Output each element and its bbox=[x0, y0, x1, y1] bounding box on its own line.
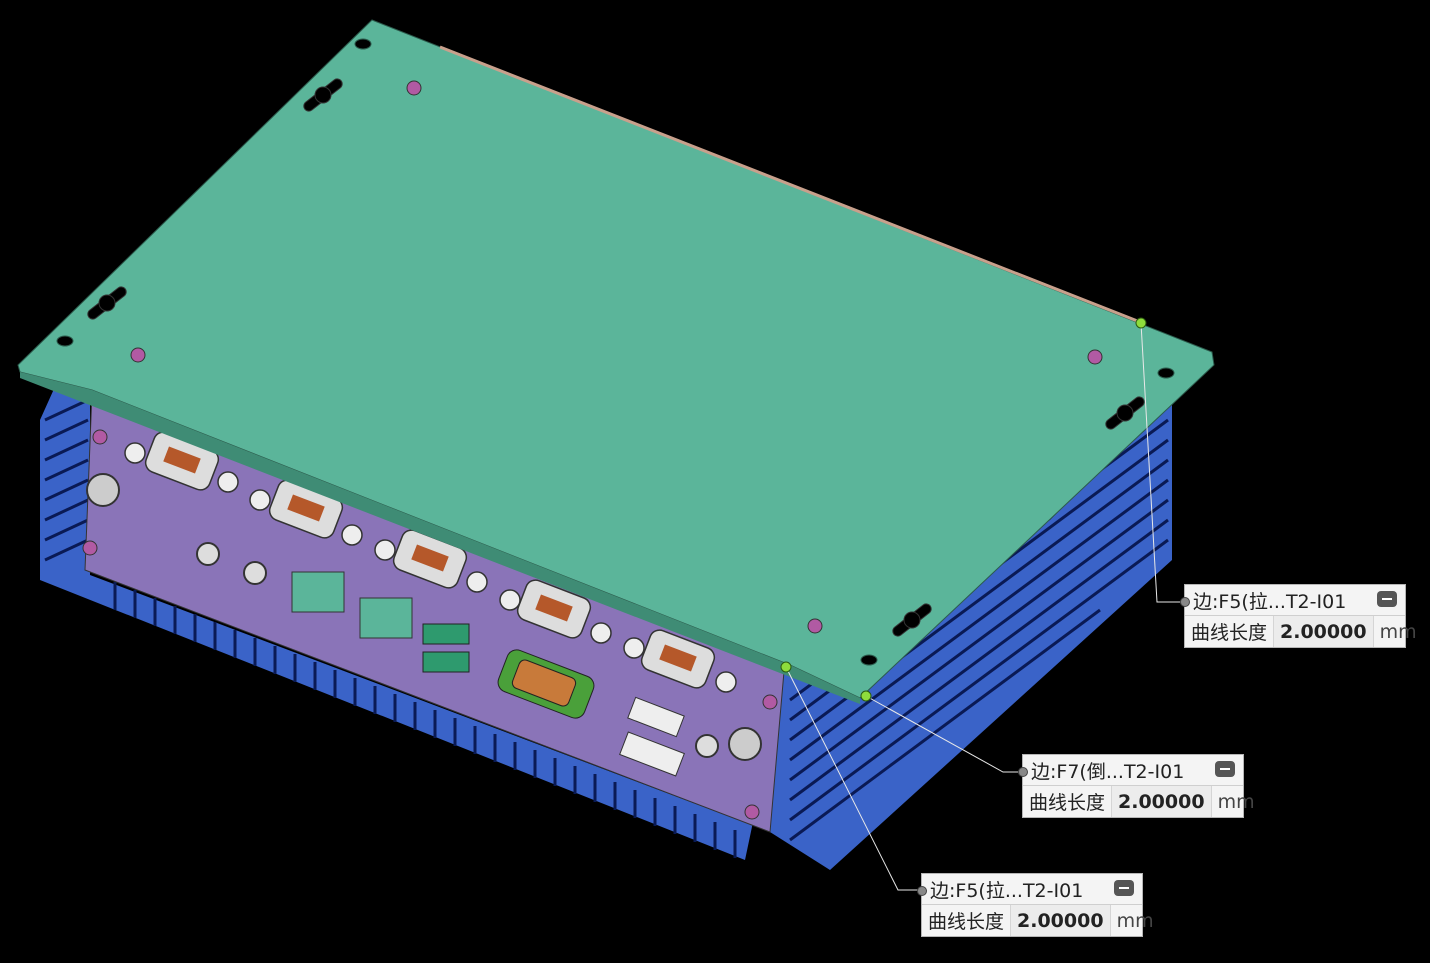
callout-title: 边:F5(拉...T2-I01 bbox=[1193, 590, 1347, 613]
measure-unit: mm bbox=[1217, 790, 1255, 813]
mount-slot-4 bbox=[892, 603, 932, 637]
usb-port-1 bbox=[422, 623, 470, 645]
lan-port-1 bbox=[291, 571, 345, 613]
mount-slot-2 bbox=[87, 286, 127, 320]
measure-value: 2.00000 bbox=[1011, 905, 1111, 936]
collapse-icon[interactable] bbox=[1114, 880, 1134, 896]
audio-jack-2 bbox=[243, 561, 267, 585]
callout-measure-row: 曲线长度 2.00000 mm bbox=[922, 905, 1154, 936]
displayport bbox=[619, 731, 685, 777]
audio-jack-3 bbox=[695, 734, 719, 758]
antenna-connector-right bbox=[728, 727, 762, 761]
top-plate[interactable] bbox=[17, 19, 1215, 704]
callout-header: 边:F7(倒...T2-I01 bbox=[1018, 755, 1243, 786]
callout-measure-row: 曲线长度 2.00000 mm bbox=[1023, 786, 1255, 817]
callout-anchor-dot[interactable] bbox=[1180, 597, 1190, 607]
measurement-leaders bbox=[785, 322, 1186, 891]
usb-port-2 bbox=[422, 651, 470, 673]
measure-label: 曲线长度 bbox=[922, 905, 1012, 936]
callout-title: 边:F7(倒...T2-I01 bbox=[1031, 760, 1185, 783]
collapse-icon[interactable] bbox=[1377, 591, 1397, 607]
mount-slot-1 bbox=[303, 78, 343, 112]
measure-label: 曲线长度 bbox=[1185, 616, 1275, 647]
audio-jack-1 bbox=[196, 542, 220, 566]
callout-anchor-dot[interactable] bbox=[917, 886, 927, 896]
measurement-callout-3[interactable]: 边:F5(拉...T2-I01 曲线长度 2.00000 mm bbox=[917, 873, 1154, 937]
mount-slot-3 bbox=[1105, 396, 1145, 430]
selected-vertex-3 bbox=[780, 661, 792, 673]
measurement-callout-1[interactable]: 边:F5(拉...T2-I01 曲线长度 2.00000 mm bbox=[1180, 584, 1417, 648]
lan-port-2 bbox=[359, 597, 413, 639]
callout-anchor-dot[interactable] bbox=[1018, 767, 1028, 777]
vga-port bbox=[497, 649, 595, 719]
hdmi-port bbox=[627, 696, 685, 738]
callout-measure-row: 曲线长度 2.00000 mm bbox=[1185, 616, 1417, 647]
antenna-connector-left bbox=[86, 473, 120, 507]
callout-title: 边:F5(拉...T2-I01 bbox=[930, 879, 1084, 902]
selected-vertices[interactable] bbox=[780, 317, 1147, 702]
callout-header: 边:F5(拉...T2-I01 bbox=[1180, 585, 1405, 616]
measure-label: 曲线长度 bbox=[1023, 786, 1113, 817]
measure-value: 2.00000 bbox=[1274, 616, 1374, 647]
measure-unit: mm bbox=[1116, 909, 1154, 932]
collapse-icon[interactable] bbox=[1215, 761, 1235, 777]
measurement-callout-2[interactable]: 边:F7(倒...T2-I01 曲线长度 2.00000 mm bbox=[1018, 754, 1255, 818]
front-io-panel[interactable] bbox=[82, 391, 786, 833]
measure-value: 2.00000 bbox=[1112, 786, 1212, 817]
measure-unit: mm bbox=[1379, 620, 1417, 643]
selected-vertex-2 bbox=[860, 690, 872, 702]
selected-vertex-1 bbox=[1135, 317, 1147, 329]
callout-header: 边:F5(拉...T2-I01 bbox=[917, 874, 1142, 905]
